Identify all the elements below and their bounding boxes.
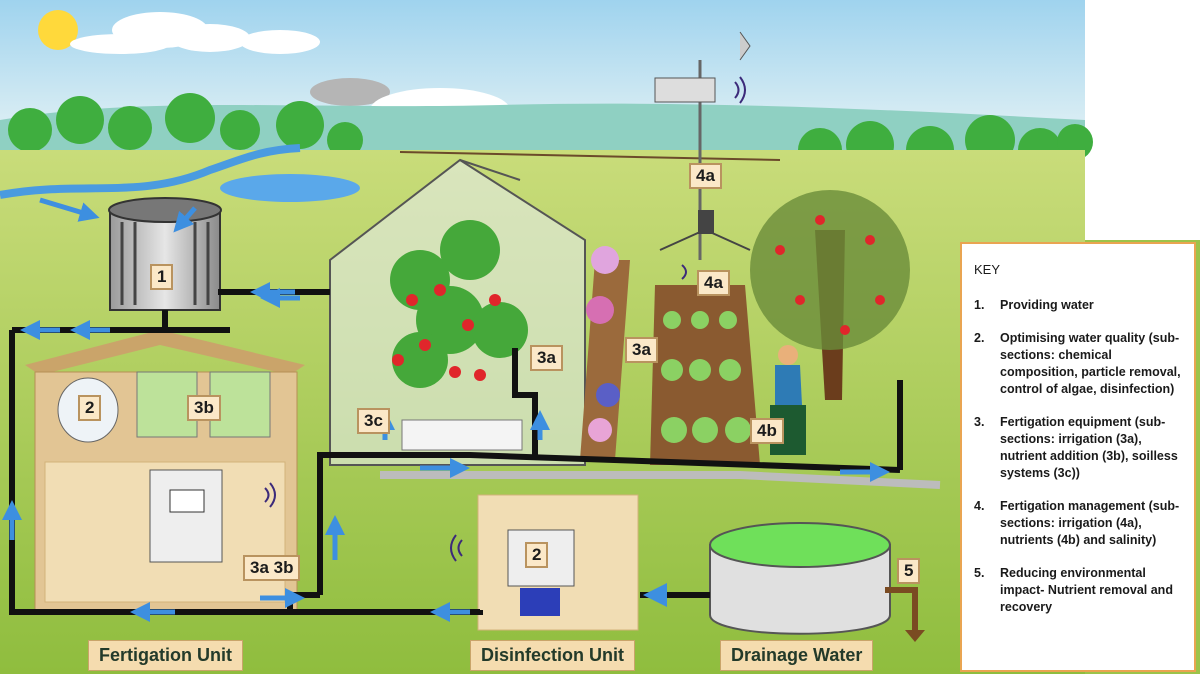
fence (399, 151, 781, 161)
label-3a-greenhouse: 3a (530, 345, 563, 371)
water-tank (108, 197, 222, 311)
key-item: 3. Fertigation equipment (sub-sections: … (974, 414, 1184, 482)
key-item-number: 2. (974, 331, 985, 345)
disinfection-unit (477, 494, 639, 631)
key-item-number: 5. (974, 566, 985, 580)
label-4b-worker: 4b (750, 418, 784, 444)
key-item-text: Fertigation management (sub-sections: ir… (1000, 499, 1180, 547)
apple-tree (750, 190, 910, 400)
right-blank (1085, 0, 1200, 240)
key-item: 5. Reducing environmental impact- Nutrie… (974, 565, 1184, 616)
key-item-number: 1. (974, 298, 985, 312)
fertigation-unit-label: Fertigation Unit (88, 640, 243, 671)
key-item-number: 3. (974, 415, 985, 429)
drainage-water-label: Drainage Water (720, 640, 874, 671)
disinfection-unit-label: Disinfection Unit (470, 640, 635, 671)
key-item-text: Fertigation equipment (sub-sections: irr… (1000, 415, 1178, 480)
label-4a-station: 4a (689, 163, 722, 189)
label-1-tank: 1 (150, 264, 174, 290)
key-item: 4. Fertigation management (sub-sections:… (974, 498, 1184, 549)
label-3c-greenhouse: 3c (357, 408, 390, 434)
lettuce-rows (650, 285, 760, 465)
cloud-icon (70, 12, 320, 54)
key-item-text: Optimising water quality (sub-sections: … (1000, 331, 1181, 396)
key-item: 1. Providing water (974, 297, 1184, 314)
drainage-tank (709, 522, 925, 642)
label-3b-tanks: 3b (187, 395, 221, 421)
river (0, 144, 301, 199)
label-3a3b-fertigation: 3a 3b (243, 555, 301, 581)
key-title: KEY (974, 262, 1001, 277)
label-3a-field: 3a (625, 337, 658, 363)
weather-station (654, 31, 751, 260)
key-item-text: Providing water (1000, 298, 1094, 312)
key-item-text: Reducing environmental impact- Nutrient … (1000, 566, 1173, 614)
label-2-disinfection: 2 (525, 542, 549, 568)
flower-rows (580, 246, 630, 460)
greenhouse (329, 158, 586, 466)
flow-arrows (2, 197, 890, 622)
key-item: 2. Optimising water quality (sub-section… (974, 330, 1184, 398)
label-5-drain: 5 (897, 558, 921, 584)
key-panel: KEY 1. Providing water 2. Optimising wat… (960, 242, 1196, 672)
sun-icon (38, 10, 78, 50)
pond (220, 174, 360, 202)
label-2-filter: 2 (78, 395, 102, 421)
label-4a-field: 4a (697, 270, 730, 296)
key-item-number: 4. (974, 499, 985, 513)
wireless-signal-icon (264, 76, 746, 562)
